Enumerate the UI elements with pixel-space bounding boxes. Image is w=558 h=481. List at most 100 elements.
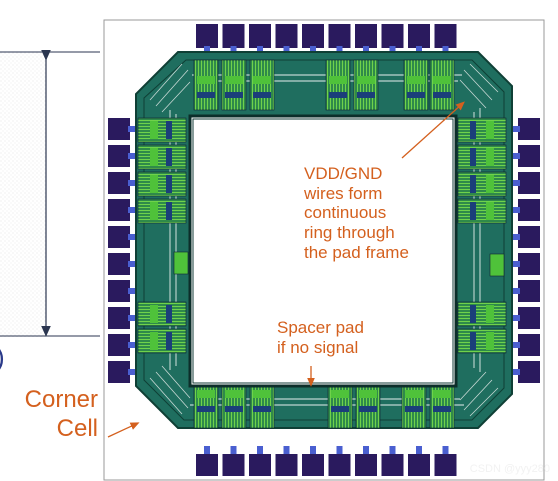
cell-block <box>331 406 349 412</box>
bond-pad-bottom <box>355 454 377 476</box>
bond-pad-left <box>108 334 130 356</box>
pad-via-left <box>128 207 138 213</box>
io-cell-right <box>457 198 507 224</box>
left-fragment: ) <box>0 342 5 372</box>
cell-block <box>407 92 425 98</box>
pad-via-left <box>128 153 138 159</box>
io-cell-left <box>137 117 187 143</box>
io-cell-right <box>457 328 507 354</box>
cell-block <box>329 76 347 84</box>
core-area <box>188 114 458 388</box>
bond-pad-bottom <box>249 454 271 476</box>
bond-pad-left <box>108 145 130 167</box>
bond-pad-right <box>518 199 540 221</box>
cell-block <box>359 406 377 412</box>
pad-via-bottom <box>336 446 343 454</box>
pad-via-right <box>510 234 520 240</box>
pad-via-top <box>363 46 369 54</box>
pad-via-right <box>510 315 520 321</box>
pad-via-bottom <box>442 446 449 454</box>
pad-via-right <box>510 126 520 132</box>
bond-pad-left <box>108 280 130 302</box>
vdd-gnd-line-5: the pad frame <box>304 242 409 262</box>
pad-via-left <box>128 315 138 321</box>
cell-block <box>150 175 158 193</box>
bond-pad-bottom <box>328 454 351 476</box>
cell-block <box>150 148 158 166</box>
bond-pad-left <box>108 226 130 248</box>
bond-pad-bottom <box>275 454 298 476</box>
io-cell-left <box>137 144 187 170</box>
pad-via-top <box>204 46 210 54</box>
cell-block <box>253 406 271 412</box>
bond-pad-top <box>302 24 324 48</box>
bond-pad-right <box>518 334 540 356</box>
bond-pad-right <box>518 118 540 140</box>
cell-block <box>197 92 215 98</box>
cell-block <box>486 148 494 166</box>
bond-pad-left <box>108 307 130 329</box>
pad-via-right <box>510 342 520 348</box>
cell-block <box>407 76 425 84</box>
io-cell-right <box>457 144 507 170</box>
io-cell-top <box>429 59 455 111</box>
bond-pad-top <box>408 24 430 48</box>
cell-block <box>197 390 215 398</box>
io-cell-left <box>137 328 187 354</box>
io-cell-top <box>249 59 275 111</box>
bond-pad-bottom <box>302 454 324 476</box>
corner-cells <box>149 63 499 417</box>
pad-via-left <box>128 126 138 132</box>
core-boundary <box>192 118 454 384</box>
cell-block <box>166 175 172 193</box>
pad-via-left <box>128 342 138 348</box>
io-cell-right <box>457 117 507 143</box>
cell-block <box>405 390 423 398</box>
cell-block <box>197 406 215 412</box>
spacer-line-1: Spacer pad <box>277 318 364 337</box>
cell-block <box>405 406 423 412</box>
cell-block <box>486 121 494 139</box>
bond-pad-top <box>249 24 271 48</box>
bond-pad-left <box>108 199 130 221</box>
spacer-line-2: if no signal <box>277 337 359 357</box>
cell-block <box>359 390 377 398</box>
bond-pad-right <box>518 226 540 248</box>
vdd-gnd-line-2: wires form <box>304 183 383 203</box>
corner-cell-label: Corner Cell <box>0 386 98 444</box>
cell-block <box>225 92 243 98</box>
bond-pad-right <box>518 361 540 383</box>
pad-via-bottom <box>310 446 316 454</box>
pad-via-left <box>128 369 138 375</box>
spacer-cell <box>173 251 189 275</box>
pad-via-right <box>510 153 520 159</box>
pad-via-bottom <box>283 446 290 454</box>
io-cell-right <box>457 301 507 327</box>
cell-block <box>486 332 494 350</box>
bond-pad-top <box>434 24 457 48</box>
spacer-label: Spacer pad if no signal <box>277 318 364 357</box>
bond-pad-right <box>518 253 540 275</box>
pad-via-top <box>389 46 396 54</box>
cell-block <box>166 305 172 323</box>
cell-block <box>166 121 172 139</box>
cell-block <box>166 332 172 350</box>
cell-block <box>433 92 451 98</box>
cell-block <box>357 92 375 98</box>
pad-via-right <box>510 369 520 375</box>
bond-pad-top <box>222 24 245 48</box>
pad-via-top <box>442 46 449 54</box>
cell-block <box>225 76 243 84</box>
cell-block <box>166 202 172 220</box>
pad-via-bottom <box>389 446 396 454</box>
bond-pad-bottom <box>381 454 404 476</box>
bond-pad-right <box>518 172 540 194</box>
pad-via-bottom <box>416 446 422 454</box>
io-cell-top <box>353 59 379 111</box>
bond-pad-top <box>328 24 351 48</box>
cell-block <box>253 92 271 98</box>
cell-block <box>470 148 476 166</box>
cell-block <box>486 202 494 220</box>
corner-line-2: Cell <box>56 414 98 442</box>
vdd-gnd-line-1: VDD/GND <box>304 164 383 183</box>
